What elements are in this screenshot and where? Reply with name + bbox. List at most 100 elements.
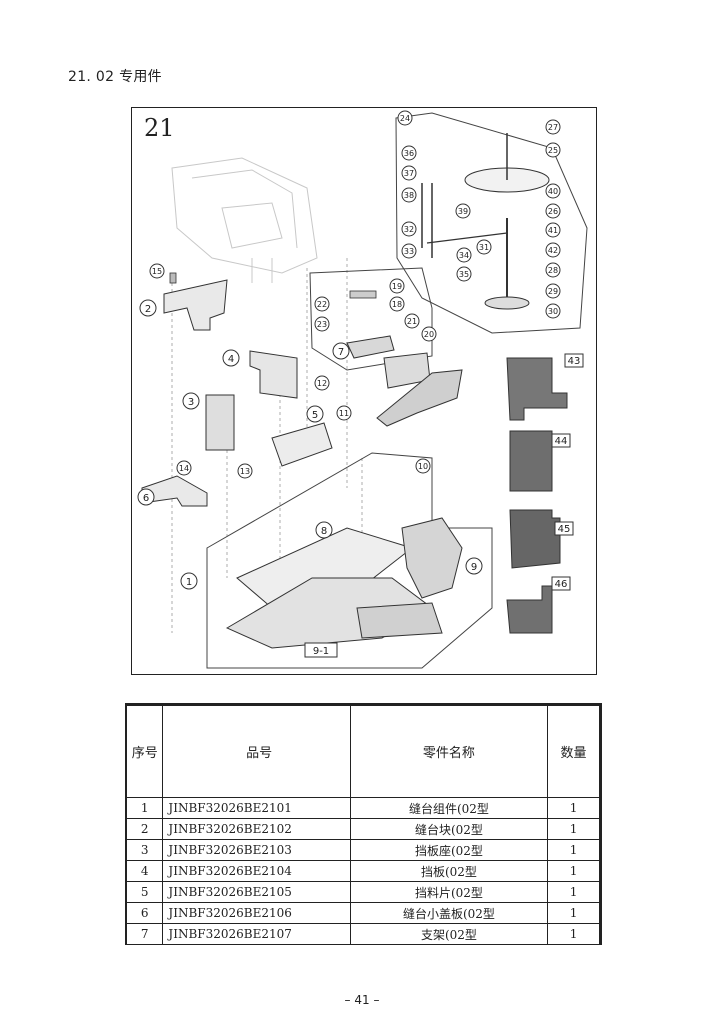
svg-text:13: 13 xyxy=(240,467,250,476)
row-part-name: 缝台小盖板(02型 xyxy=(349,902,549,924)
table-row: 6 JINBF32026BE2106 缝台小盖板(02型 1 xyxy=(125,902,601,924)
row-quantity: 1 xyxy=(547,860,601,882)
parts-table: 序号 品号 零件名称 数量 1 JINBF32026BE2101 缝台组件(02… xyxy=(125,703,602,945)
callout-28: 28 xyxy=(545,262,561,278)
callout-41: 41 xyxy=(545,222,561,238)
row-no: 3 xyxy=(125,839,164,861)
svg-text:3: 3 xyxy=(188,397,194,408)
callout-46: 46 xyxy=(551,576,571,591)
svg-text:20: 20 xyxy=(424,330,434,339)
svg-text:12: 12 xyxy=(317,379,327,388)
part-9-shape xyxy=(401,517,463,599)
row-no: 7 xyxy=(125,923,164,945)
callout-19: 19 xyxy=(389,278,405,294)
callout-1: 1 xyxy=(180,572,198,590)
row-part-name: 挡料片(02型 xyxy=(349,881,549,903)
callout-38: 38 xyxy=(401,187,417,203)
svg-text:46: 46 xyxy=(555,579,568,590)
page-number: – 41 – xyxy=(344,993,380,1007)
callout-37: 37 xyxy=(401,165,417,181)
part-46-shape xyxy=(506,585,553,634)
svg-text:31: 31 xyxy=(479,243,489,252)
part-9-1-shape xyxy=(356,602,443,639)
row-part-name: 挡板座(02型 xyxy=(349,839,549,861)
part-45-shape xyxy=(509,509,561,569)
row-quantity: 1 xyxy=(547,797,601,819)
row-no: 1 xyxy=(125,797,164,819)
row-quantity: 1 xyxy=(547,923,601,945)
callout-5: 5 xyxy=(306,405,324,423)
guide-piece-shape xyxy=(376,369,463,427)
callout-6: 6 xyxy=(137,488,155,506)
svg-text:24: 24 xyxy=(400,114,410,123)
svg-text:38: 38 xyxy=(404,191,414,200)
row-part-name: 缝台块(02型 xyxy=(349,818,549,840)
callout-9-1: 9-1 xyxy=(304,642,338,658)
svg-text:27: 27 xyxy=(548,123,558,132)
svg-text:8: 8 xyxy=(321,526,327,537)
svg-text:34: 34 xyxy=(459,251,469,260)
row-part-number: JINBF32026BE2107 xyxy=(162,923,351,945)
svg-text:28: 28 xyxy=(548,266,558,275)
part-3-shape xyxy=(205,394,235,451)
row-quantity: 1 xyxy=(547,902,601,924)
svg-text:33: 33 xyxy=(404,247,414,256)
svg-text:42: 42 xyxy=(548,246,558,255)
callout-9: 9 xyxy=(465,557,483,575)
callout-32: 32 xyxy=(401,221,417,237)
callout-14: 14 xyxy=(176,460,192,476)
part-44-shape xyxy=(509,430,553,492)
svg-text:37: 37 xyxy=(404,169,414,178)
svg-text:39: 39 xyxy=(458,207,468,216)
svg-text:41: 41 xyxy=(548,226,558,235)
callout-40: 40 xyxy=(545,183,561,199)
callout-29: 29 xyxy=(545,283,561,299)
row-quantity: 1 xyxy=(547,881,601,903)
table-row: 3 JINBF32026BE2103 挡板座(02型 1 xyxy=(125,839,601,861)
callout-12: 12 xyxy=(314,375,330,391)
row-no: 6 xyxy=(125,902,164,924)
header-part-name: 零件名称 xyxy=(349,704,549,798)
svg-text:11: 11 xyxy=(339,409,349,418)
row-part-name: 缝台组件(02型 xyxy=(349,797,549,819)
callout-42: 42 xyxy=(545,242,561,258)
header-no: 序号 xyxy=(125,704,164,798)
callout-44: 44 xyxy=(551,433,571,448)
callout-45: 45 xyxy=(554,521,574,536)
svg-text:9-1: 9-1 xyxy=(313,646,329,657)
part-39-shape xyxy=(426,232,508,244)
svg-text:36: 36 xyxy=(404,149,414,158)
callout-26: 26 xyxy=(545,203,561,219)
svg-text:15: 15 xyxy=(152,267,162,276)
part-2-shape xyxy=(163,279,228,331)
callout-36: 36 xyxy=(401,145,417,161)
svg-text:30: 30 xyxy=(548,307,558,316)
callout-34: 34 xyxy=(456,247,472,263)
callout-22: 22 xyxy=(314,296,330,312)
svg-text:10: 10 xyxy=(418,462,428,471)
svg-text:25: 25 xyxy=(548,146,558,155)
row-part-number: JINBF32026BE2105 xyxy=(162,881,351,903)
table-row: 1 JINBF32026BE2101 缝台组件(02型 1 xyxy=(125,797,601,819)
part-7-shape xyxy=(346,335,395,359)
svg-text:21: 21 xyxy=(407,317,417,326)
callout-33: 33 xyxy=(401,243,417,259)
callout-27: 27 xyxy=(545,119,561,135)
callout-13: 13 xyxy=(237,463,253,479)
row-no: 2 xyxy=(125,818,164,840)
svg-text:23: 23 xyxy=(317,320,327,329)
row-no: 4 xyxy=(125,860,164,882)
callout-23: 23 xyxy=(314,316,330,332)
svg-text:43: 43 xyxy=(568,356,581,367)
callout-10: 10 xyxy=(415,458,431,474)
callout-24: 24 xyxy=(397,110,413,126)
row-quantity: 1 xyxy=(547,839,601,861)
callout-43: 43 xyxy=(564,353,584,368)
svg-text:14: 14 xyxy=(179,464,189,473)
callout-30: 30 xyxy=(545,303,561,319)
svg-text:35: 35 xyxy=(459,270,469,279)
table-row: 4 JINBF32026BE2104 挡板(02型 1 xyxy=(125,860,601,882)
table-row: 7 JINBF32026BE2107 支架(02型 1 xyxy=(125,923,601,945)
callout-35: 35 xyxy=(456,266,472,282)
header-part-number: 品号 xyxy=(162,704,351,798)
